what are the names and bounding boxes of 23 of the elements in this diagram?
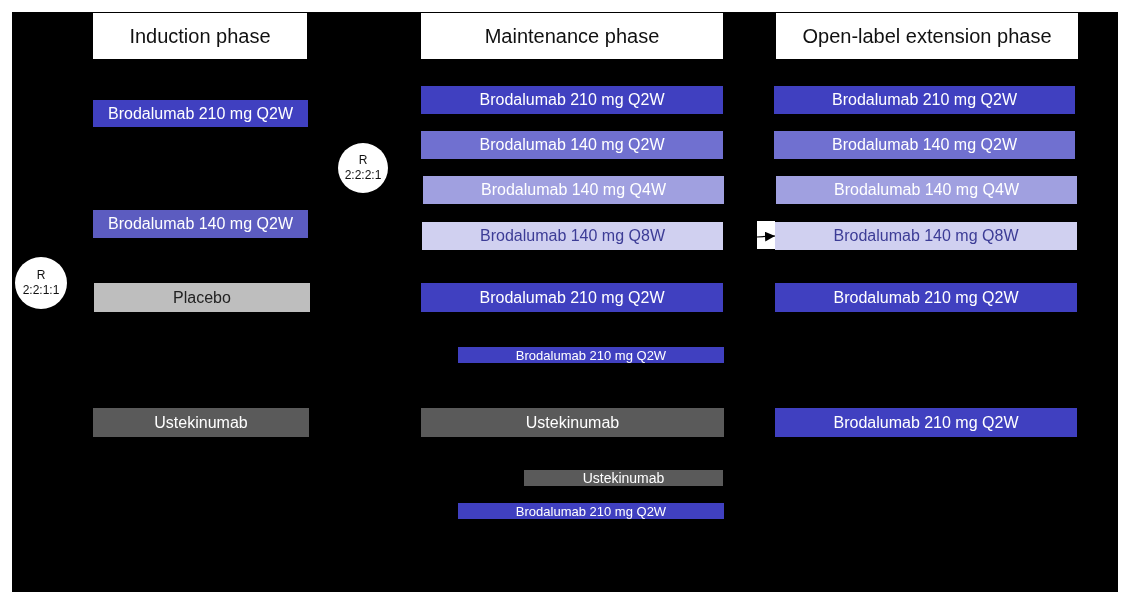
phase-header: Induction phase: [93, 13, 307, 59]
treatment-bar: Brodalumab 210 mg Q2W: [93, 100, 308, 127]
phase-header: Open-label extension phase: [776, 13, 1078, 59]
treatment-bar: Brodalumab 140 mg Q8W: [775, 222, 1077, 250]
treatment-bar: Brodalumab 140 mg Q2W: [774, 131, 1075, 159]
treatment-bar: Brodalumab 140 mg Q4W: [423, 176, 724, 204]
treatment-bar: Brodalumab 210 mg Q2W: [421, 283, 723, 312]
treatment-bar: Brodalumab 140 mg Q2W: [93, 210, 308, 238]
treatment-bar: Brodalumab 140 mg Q4W: [776, 176, 1077, 204]
treatment-bar: Brodalumab 210 mg Q2W: [458, 503, 724, 519]
treatment-bar: Ustekinumab: [93, 408, 309, 437]
treatment-bar: Brodalumab 210 mg Q2W: [774, 86, 1075, 114]
treatment-bar: Ustekinumab: [421, 408, 724, 437]
treatment-bar: Placebo: [94, 283, 310, 312]
treatment-bar: Brodalumab 140 mg Q8W: [422, 222, 723, 250]
treatment-bar: Brodalumab 210 mg Q2W: [775, 283, 1077, 312]
treatment-bar: Brodalumab 210 mg Q2W: [458, 347, 724, 363]
treatment-bar: Brodalumab 210 mg Q2W: [775, 408, 1077, 437]
arrow: [756, 231, 776, 242]
treatment-bar: Brodalumab 140 mg Q2W: [421, 131, 723, 159]
treatment-bar: Brodalumab 210 mg Q2W: [421, 86, 723, 114]
treatment-bar: Ustekinumab: [524, 470, 723, 486]
phase-header: Maintenance phase: [421, 13, 723, 59]
